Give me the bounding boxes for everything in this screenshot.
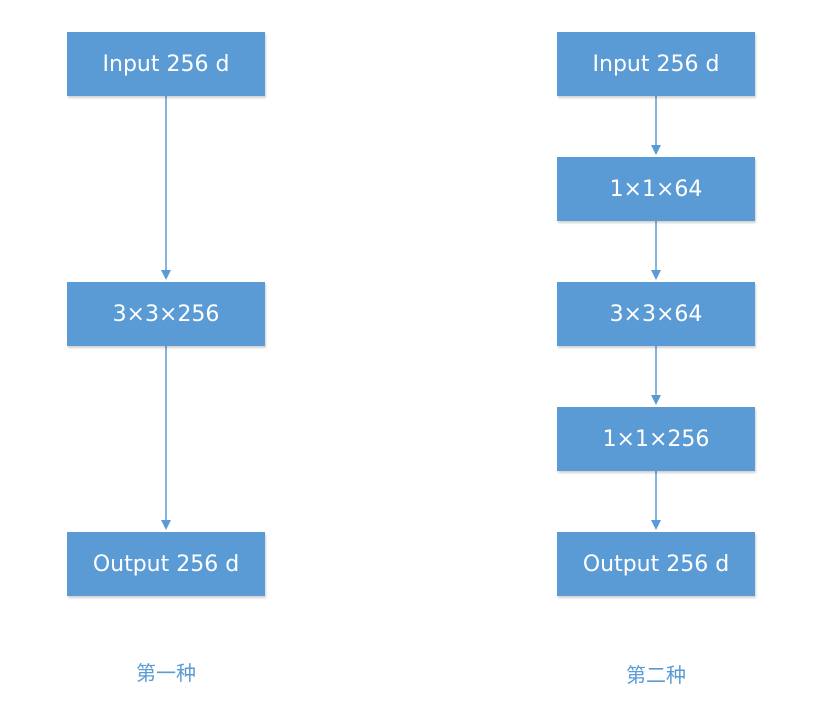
left-conv-box: 3×3×256 [67,282,265,346]
right-output-box: Output 256 d [557,532,755,596]
right-input-box: Input 256 d [557,32,755,96]
left-input-label: Input 256 d [102,51,230,77]
left-caption: 第一种 [136,661,196,685]
left-output-label: Output 256 d [92,551,240,577]
right-conv1-box: 1×1×64 [557,157,755,221]
right-output-label: Output 256 d [582,551,730,577]
left-conv-label: 3×3×256 [112,301,220,327]
right-caption: 第二种 [626,663,686,687]
right-conv2-box: 3×3×64 [557,282,755,346]
right-conv3-label: 1×1×256 [602,426,710,452]
right-conv2-label: 3×3×64 [609,301,703,327]
left-input-box: Input 256 d [67,32,265,96]
left-output-box: Output 256 d [67,532,265,596]
right-conv1-label: 1×1×64 [609,176,703,202]
right-input-label: Input 256 d [592,51,720,77]
right-conv3-box: 1×1×256 [557,407,755,471]
